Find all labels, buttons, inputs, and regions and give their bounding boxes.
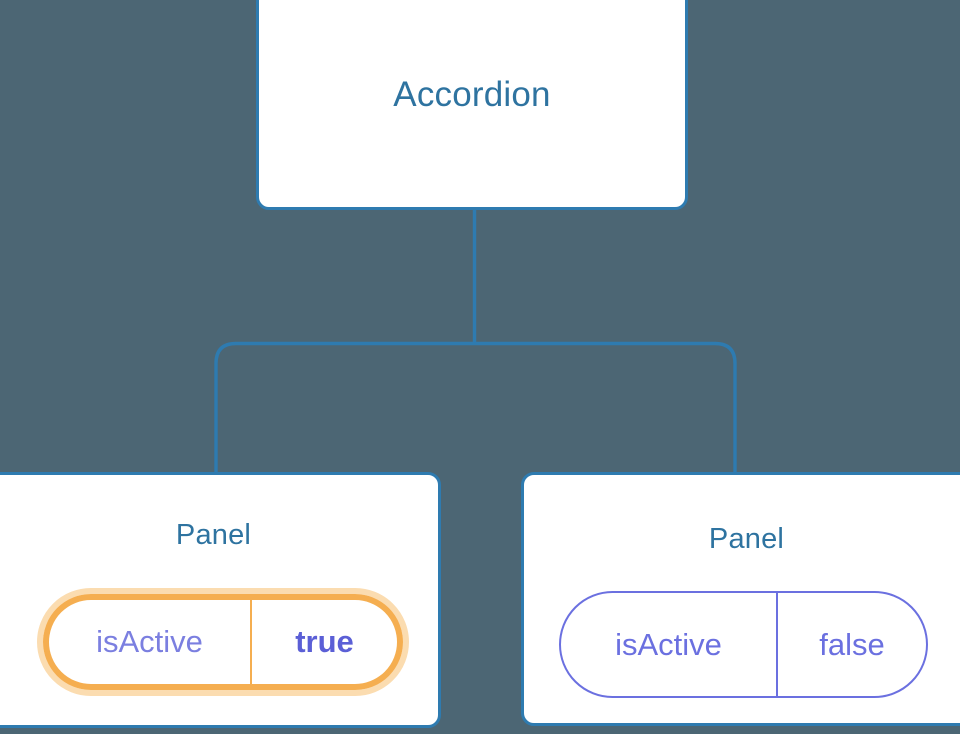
node-accordion[interactable]: Accordion bbox=[256, 0, 688, 210]
node-panel-right-title: Panel bbox=[708, 523, 785, 555]
prop-pill-body[interactable]: isActive true bbox=[43, 594, 403, 690]
node-panel-left-title: Panel bbox=[175, 519, 252, 551]
connector-branch-right bbox=[474, 341, 737, 472]
prop-pill-highlighted[interactable]: isActive true bbox=[37, 588, 409, 696]
prop-key-isactive: isActive bbox=[615, 626, 722, 662]
prop-key-isactive: isActive bbox=[96, 624, 203, 659]
prop-value-isactive: false bbox=[776, 593, 926, 696]
prop-pill-normal[interactable]: isActive false bbox=[559, 591, 928, 698]
prop-value-isactive: true bbox=[250, 600, 397, 684]
node-panel-right[interactable]: Panel isActive false bbox=[521, 472, 960, 726]
node-panel-left[interactable]: Panel isActive true bbox=[0, 472, 441, 728]
prop-pill-glow bbox=[37, 588, 409, 696]
connector-branch-left bbox=[214, 341, 475, 472]
node-accordion-title: Accordion bbox=[393, 75, 551, 114]
